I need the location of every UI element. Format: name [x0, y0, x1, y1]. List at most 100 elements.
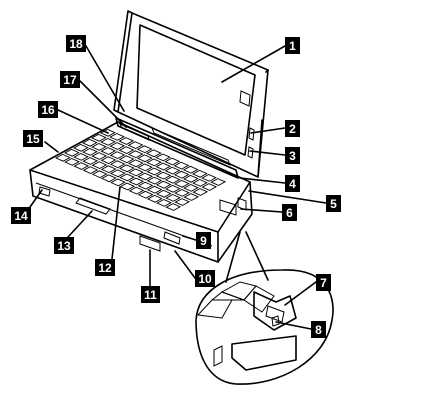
- front-latch: [75, 197, 111, 215]
- keyboard-key: [109, 169, 126, 178]
- keyboard-key: [118, 164, 135, 173]
- keyboard-key: [91, 161, 108, 170]
- side-pointer: [219, 199, 237, 216]
- callout-12: 12: [95, 259, 115, 276]
- detail-inset: [195, 231, 334, 385]
- front-port: [139, 235, 161, 252]
- keyboard-key: [118, 146, 135, 155]
- callout-8: 8: [311, 321, 326, 338]
- inset-cover: [231, 335, 297, 371]
- keyboard-key: [156, 198, 172, 207]
- keyboard-key: [146, 158, 162, 167]
- keyboard-key: [81, 138, 98, 147]
- keyboard-key: [110, 178, 126, 187]
- callout-11: 11: [141, 286, 160, 303]
- keyboard-key: [82, 166, 99, 175]
- keyboard-key: [119, 182, 136, 191]
- callout-14: 14: [11, 207, 31, 224]
- callout-7: 7: [316, 274, 331, 291]
- keyboard-key: [73, 152, 89, 161]
- keyboard-key: [137, 190, 154, 199]
- keyboard-key: [155, 189, 172, 198]
- keyboard-key: [165, 203, 182, 211]
- keyboard-key: [145, 149, 162, 158]
- keyboard-key: [155, 162, 172, 171]
- keyboard-key: [91, 142, 107, 151]
- svg-text:3: 3: [289, 149, 296, 163]
- keyboard-key: [100, 156, 117, 165]
- callout-18: 18: [66, 35, 86, 52]
- keyboard-key: [118, 137, 135, 145]
- callout-13: 13: [54, 237, 74, 254]
- svg-text:12: 12: [98, 261, 112, 275]
- keyboard-key: [146, 194, 163, 203]
- callout-9: 9: [196, 232, 211, 249]
- keyboard-key: [155, 171, 172, 180]
- inset-connector: [253, 291, 297, 331]
- keyboard-key: [155, 153, 171, 162]
- keyboard-key: [173, 170, 190, 179]
- keyboard-key: [192, 178, 208, 187]
- keyboard-key: [164, 166, 181, 175]
- keyboard-key: [128, 186, 145, 195]
- keyboard-key: [91, 170, 108, 179]
- callout-1: 1: [285, 37, 300, 54]
- keyboard-key: [165, 193, 181, 202]
- keyboard-key: [164, 157, 181, 166]
- svg-text:10: 10: [198, 272, 212, 286]
- keyboard-key: [82, 147, 98, 156]
- svg-text:5: 5: [330, 197, 337, 211]
- keyboard-key: [183, 183, 199, 192]
- svg-text:2: 2: [289, 122, 296, 136]
- keyboard-key: [127, 141, 144, 150]
- keyboard-key: [136, 154, 153, 163]
- keyboard-key: [155, 180, 172, 189]
- keyboard-key: [82, 157, 99, 165]
- keyboard: [54, 128, 227, 211]
- keyboard-key: [191, 169, 208, 178]
- keyboard-key: [183, 193, 200, 201]
- callout-10: 10: [195, 270, 215, 287]
- keyboard-key: [63, 148, 80, 157]
- callout-2: 2: [285, 120, 300, 137]
- callout-3: 3: [285, 147, 300, 164]
- svg-text:1: 1: [289, 39, 296, 53]
- svg-text:4: 4: [289, 177, 296, 191]
- keyboard-key: [201, 183, 218, 191]
- keyboard-key: [109, 132, 125, 141]
- keyboard-key: [90, 133, 107, 142]
- inset-circle: [195, 269, 334, 385]
- svg-text:7: 7: [320, 276, 327, 290]
- keyboard-key: [137, 163, 153, 172]
- keyboard-key: [100, 165, 117, 174]
- keyboard-key: [164, 184, 181, 193]
- keyboard-key: [100, 147, 117, 155]
- callout-17: 17: [60, 71, 80, 88]
- callout-6: 6: [282, 204, 297, 221]
- svg-text:16: 16: [41, 103, 55, 117]
- keyboard-key: [109, 160, 126, 169]
- laptop-lid: [113, 10, 269, 178]
- keyboard-key: [146, 185, 163, 194]
- svg-text:17: 17: [63, 73, 77, 87]
- svg-text:9: 9: [200, 234, 207, 248]
- keyboard-key: [137, 172, 154, 181]
- svg-text:14: 14: [14, 209, 28, 223]
- keyboard-key: [109, 151, 126, 160]
- keyboard-key: [64, 157, 80, 166]
- svg-text:11: 11: [144, 288, 157, 302]
- callout-5: 5: [326, 195, 341, 212]
- svg-text:8: 8: [315, 323, 322, 337]
- keyboard-key: [146, 176, 163, 185]
- keyboard-key: [182, 165, 199, 174]
- keyboard-key: [127, 150, 144, 159]
- keyboard-key: [164, 175, 181, 184]
- lid-latch: [239, 90, 251, 107]
- keyboard-key: [91, 152, 108, 160]
- callout-15: 15: [23, 130, 43, 147]
- lcd-screen: [136, 24, 256, 156]
- keyboard-key: [109, 142, 126, 150]
- keyboard-key: [73, 162, 90, 170]
- keyboard-key: [173, 161, 190, 170]
